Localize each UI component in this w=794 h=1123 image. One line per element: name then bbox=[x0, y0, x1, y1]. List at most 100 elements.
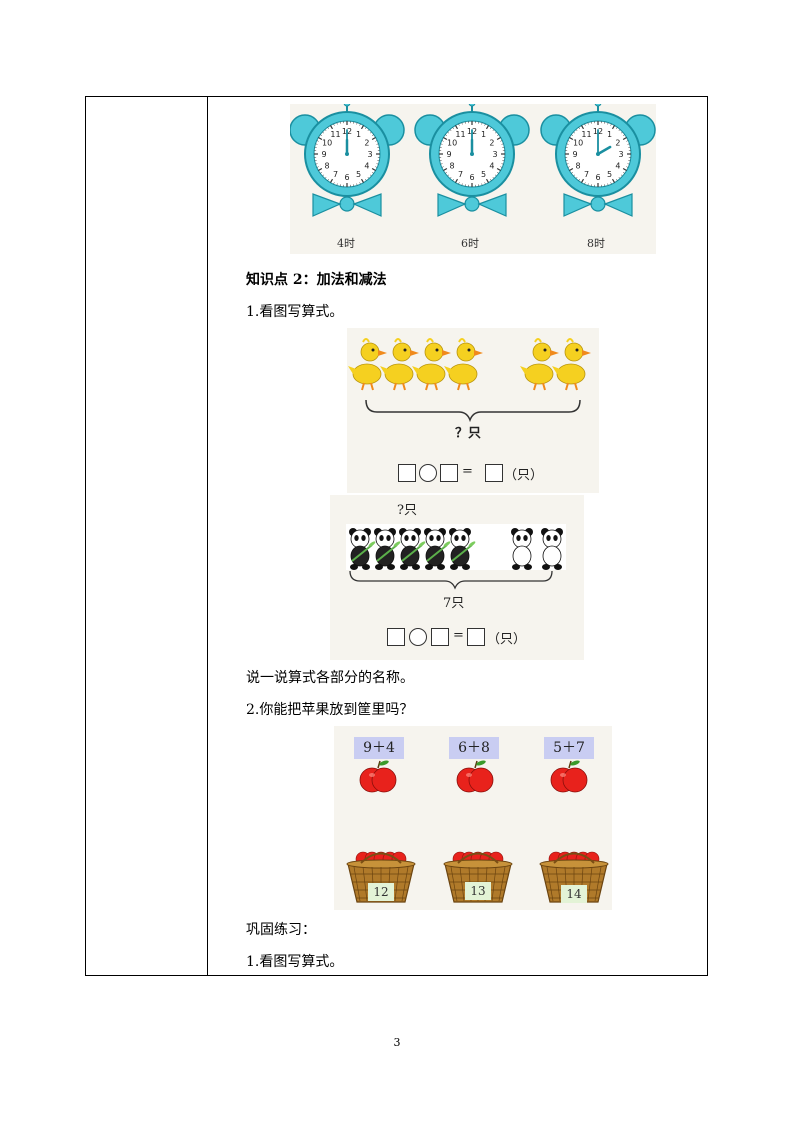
duck-eye bbox=[543, 348, 547, 352]
panda-eq-box-3 bbox=[467, 628, 485, 646]
panda-icon bbox=[449, 528, 476, 570]
panda-eye-patch bbox=[354, 535, 359, 541]
clock-tick bbox=[501, 143, 504, 145]
clock-numeral: 2 bbox=[615, 139, 620, 148]
clock-tick bbox=[371, 167, 376, 172]
clock-tick bbox=[610, 123, 612, 126]
clock-tick bbox=[367, 176, 370, 179]
duck-leg bbox=[466, 382, 470, 391]
duck-body bbox=[384, 363, 414, 385]
clock-tick bbox=[447, 174, 450, 177]
duck-tail bbox=[348, 366, 359, 374]
duck-body bbox=[352, 363, 382, 385]
duck-leg bbox=[565, 382, 569, 391]
clock-tick bbox=[318, 136, 323, 141]
clock-tick bbox=[484, 182, 486, 185]
panda-foot bbox=[362, 564, 370, 570]
basket-number-2: 13 bbox=[465, 882, 491, 900]
panda-foot bbox=[437, 564, 445, 570]
apple-figure: 9＋4 6＋8 5＋7 12 13 14 bbox=[334, 726, 612, 910]
duck-icon bbox=[444, 338, 483, 391]
clock-tick bbox=[440, 143, 443, 145]
apple-right-half bbox=[371, 767, 397, 793]
clock-tick bbox=[571, 172, 574, 174]
clock-tick bbox=[490, 178, 492, 181]
panda-foot bbox=[387, 564, 395, 570]
duck-body bbox=[448, 363, 478, 385]
duck-tuft bbox=[394, 338, 402, 343]
apple-leaf bbox=[476, 760, 486, 766]
alarm-clock-icon: 121234567891011 bbox=[414, 99, 530, 217]
clock-tick bbox=[611, 178, 616, 183]
bamboo-stick bbox=[351, 544, 373, 562]
clock-tick bbox=[587, 122, 589, 125]
basket-handle bbox=[360, 852, 402, 864]
clock-tick bbox=[500, 166, 503, 168]
panda-eye-patch bbox=[361, 535, 366, 541]
clock-tick bbox=[622, 136, 627, 141]
clock-tick bbox=[618, 129, 621, 132]
clock-numeral: 8 bbox=[576, 162, 581, 171]
clock-tick bbox=[356, 122, 358, 125]
clock-tick bbox=[376, 143, 379, 145]
clock-tick bbox=[571, 134, 574, 136]
clock-tick bbox=[618, 176, 621, 179]
duck-head bbox=[360, 342, 380, 362]
duck-beak bbox=[550, 350, 559, 356]
apple-icon bbox=[550, 760, 588, 793]
duck-leg bbox=[370, 382, 374, 391]
bamboo-stick bbox=[426, 544, 448, 562]
clock-tick bbox=[336, 122, 338, 125]
clock-bow-right bbox=[352, 193, 382, 217]
basket-rim bbox=[346, 859, 416, 869]
clock-tick bbox=[322, 131, 325, 134]
duck-tail bbox=[412, 366, 423, 374]
clock-tick bbox=[329, 125, 334, 130]
duck-head bbox=[532, 342, 552, 362]
duck-leg bbox=[434, 382, 438, 391]
clock-bow-left bbox=[563, 193, 593, 217]
clock-tick bbox=[458, 123, 460, 126]
panda-eye-patch bbox=[553, 535, 558, 541]
clock-numeral: 9 bbox=[446, 150, 451, 159]
clock-tick bbox=[496, 136, 501, 141]
clock-tick bbox=[449, 129, 452, 132]
clock-tick bbox=[484, 123, 486, 126]
panda-foot bbox=[542, 564, 550, 570]
clock-tick bbox=[492, 176, 495, 179]
duck-tail bbox=[520, 366, 531, 374]
panda-foot bbox=[450, 564, 458, 570]
clock-tick bbox=[573, 174, 576, 177]
panda-eye-patch bbox=[454, 535, 459, 541]
panda-eye-patch bbox=[516, 535, 521, 541]
column-divider bbox=[207, 97, 208, 975]
clock-tick bbox=[622, 172, 625, 174]
clock-knob bbox=[468, 99, 476, 107]
apple-stem bbox=[377, 760, 381, 769]
duck-eye bbox=[435, 348, 439, 352]
clock-bow-knot bbox=[339, 196, 355, 212]
clock-tick bbox=[566, 163, 569, 165]
clock-tick bbox=[575, 129, 578, 132]
clock-tick bbox=[371, 134, 374, 136]
clock-bow-right bbox=[603, 193, 633, 217]
panda-icon bbox=[374, 528, 401, 570]
clock-tick bbox=[578, 178, 580, 181]
panda-eq-box-2 bbox=[431, 628, 449, 646]
clock-tick bbox=[316, 166, 319, 168]
panda-head bbox=[350, 529, 370, 549]
duck-tail bbox=[552, 366, 563, 374]
basket-number-3: 14 bbox=[561, 885, 587, 903]
panda-foot bbox=[512, 564, 520, 570]
clock-bow-left bbox=[437, 193, 467, 217]
duck-head bbox=[392, 342, 412, 362]
clock-numeral: 8 bbox=[450, 162, 455, 171]
clock-tick bbox=[492, 129, 495, 132]
panda-icon bbox=[349, 528, 376, 570]
duck-head bbox=[424, 342, 444, 362]
panda-foot bbox=[400, 564, 408, 570]
clock-figure: 1212345678910111212345678910111212345678… bbox=[289, 99, 656, 254]
basket-weave bbox=[587, 866, 593, 902]
duck-leg bbox=[425, 382, 429, 391]
clock-tick bbox=[360, 125, 365, 130]
